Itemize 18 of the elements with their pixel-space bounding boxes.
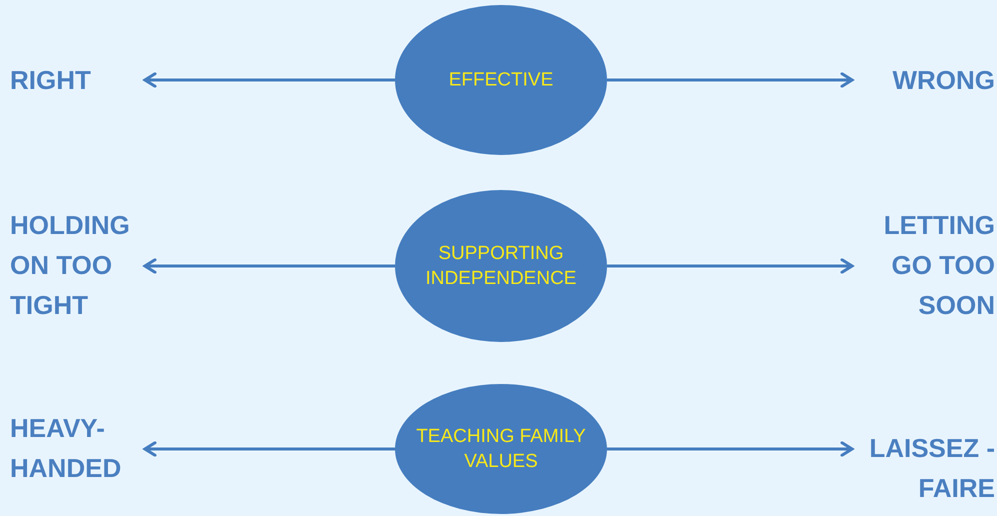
arrow xyxy=(144,72,395,88)
side-label: RIGHT xyxy=(10,60,145,100)
ellipse-node xyxy=(395,190,607,342)
arrow xyxy=(144,258,395,274)
node-label: EFFECTIVE xyxy=(448,68,554,92)
side-label: WRONG xyxy=(855,60,995,100)
side-label: LETTING GO TOO SOON xyxy=(855,205,995,325)
side-label: HEAVY- HANDED xyxy=(10,408,145,488)
arrow xyxy=(607,258,854,274)
side-label: HOLDING ON TOO TIGHT xyxy=(10,205,145,325)
arrow xyxy=(607,441,854,457)
node-label: SUPPORTING INDEPENDENCE xyxy=(424,242,578,291)
arrow xyxy=(607,72,854,88)
node-label: TEACHING FAMILY VALUES xyxy=(415,425,587,474)
side-label: LAISSEZ -FAIRE xyxy=(855,428,995,508)
arrow xyxy=(144,441,395,457)
ellipse-node xyxy=(395,384,607,514)
ellipse-node xyxy=(395,5,607,155)
